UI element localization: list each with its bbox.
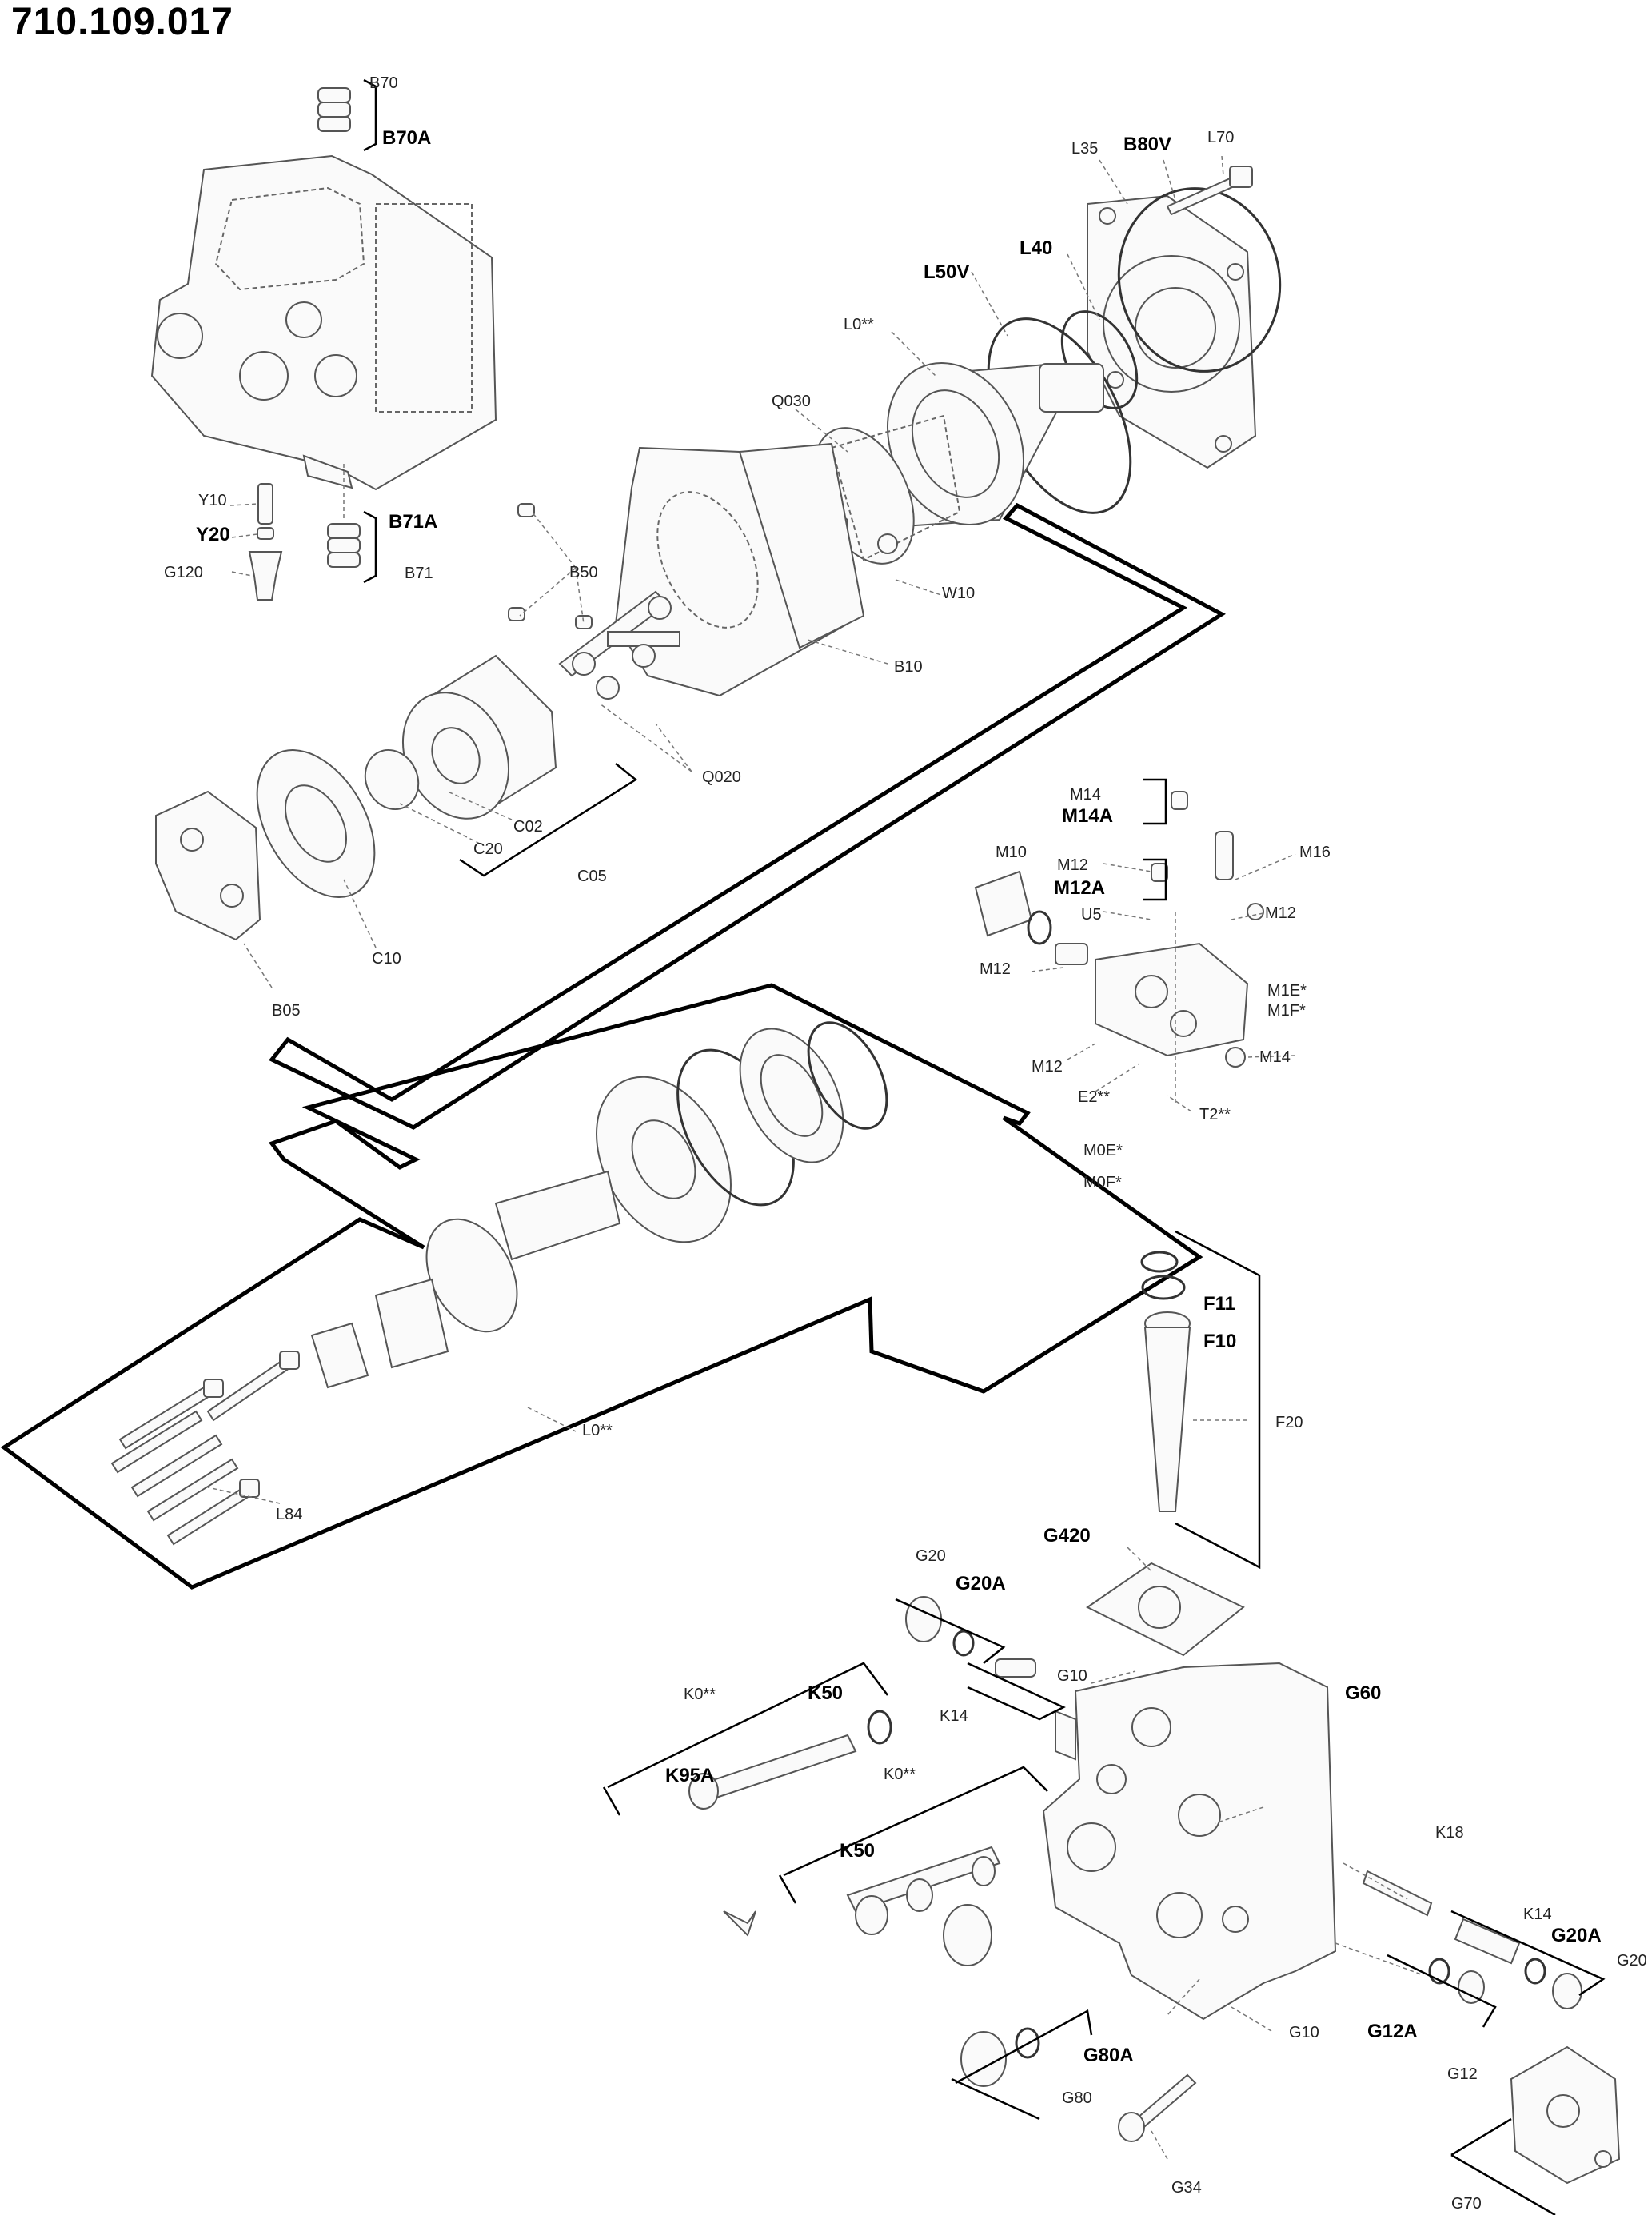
label-g12a: G12A xyxy=(1367,2021,1418,2042)
label-m14-b: M14 xyxy=(1259,1048,1291,1066)
part-labels: B70 B70A L35 B80V L70 L40 L50V L0** Q030… xyxy=(164,74,1647,2213)
label-l70: L70 xyxy=(1207,129,1234,146)
label-c05: C05 xyxy=(577,868,607,885)
screw-l70 xyxy=(1166,166,1253,216)
label-b71a: B71A xyxy=(389,511,437,533)
screw-g34 xyxy=(1118,2073,1197,2142)
label-g34: G34 xyxy=(1171,2179,1202,2197)
port-plate-b05 xyxy=(155,790,261,941)
label-g20-top: G20 xyxy=(916,1547,946,1565)
label-u5: U5 xyxy=(1081,906,1102,924)
label-b70: B70 xyxy=(369,74,398,92)
valve-stack-k0 xyxy=(602,1662,1048,1937)
label-b80v: B80V xyxy=(1123,134,1171,155)
bolt-set-l84 xyxy=(110,1351,300,1546)
label-m12a: M12A xyxy=(1054,877,1105,899)
label-g70: G70 xyxy=(1451,2195,1482,2213)
label-y10: Y10 xyxy=(198,492,227,509)
label-m12-b: M12 xyxy=(1265,904,1296,922)
spring-b71 xyxy=(327,464,377,584)
label-g10-top: G10 xyxy=(1057,1667,1087,1685)
cover-g70 xyxy=(1450,2045,1621,2217)
label-c02: C02 xyxy=(513,818,543,836)
label-k14-side: K14 xyxy=(1523,1906,1552,1923)
drawing-number: 710.109.017 xyxy=(11,1,233,43)
label-f11: F11 xyxy=(1203,1293,1235,1315)
label-c20: C20 xyxy=(473,840,503,858)
label-t2: T2** xyxy=(1199,1106,1231,1123)
label-k14-top: K14 xyxy=(940,1707,968,1725)
plug-g20 xyxy=(895,1596,1066,1721)
label-m12-c: M12 xyxy=(980,960,1011,978)
gasket-g420 xyxy=(1086,1562,1245,1657)
label-q020: Q020 xyxy=(702,768,741,786)
label-k50-top: K50 xyxy=(808,1682,843,1704)
label-k0-top: K0** xyxy=(684,1686,716,1703)
leader-lines xyxy=(207,155,1296,2160)
label-k0-mid: K0** xyxy=(884,1766,916,1783)
label-g420: G420 xyxy=(1043,1525,1091,1547)
label-m1e: M1E* xyxy=(1267,982,1307,1000)
label-m14a: M14A xyxy=(1062,805,1113,827)
label-b10: B10 xyxy=(894,658,923,676)
label-k95a: K95A xyxy=(665,1765,714,1786)
label-f20: F20 xyxy=(1275,1414,1303,1431)
label-m10: M10 xyxy=(996,844,1027,861)
valve-plate-c10 xyxy=(256,749,376,898)
label-m16: M16 xyxy=(1299,844,1331,861)
label-q030: Q030 xyxy=(772,393,811,410)
rotating-group-frame xyxy=(0,983,1203,1590)
label-g20a-side: G20A xyxy=(1551,1925,1602,1946)
label-c10: C10 xyxy=(372,950,401,968)
label-e2: E2** xyxy=(1078,1088,1110,1106)
rotating-group-l0 xyxy=(310,1021,888,1389)
tube-f20 xyxy=(1140,1230,1261,1570)
label-b70a: B70A xyxy=(382,127,431,149)
flange-cover xyxy=(1087,187,1282,469)
label-l35: L35 xyxy=(1071,140,1098,158)
valve-block-g10 xyxy=(1042,1662,1337,2021)
label-m14-top: M14 xyxy=(1070,786,1101,804)
label-m12-d: M12 xyxy=(1032,1058,1063,1076)
label-l40: L40 xyxy=(1020,237,1052,259)
label-y20: Y20 xyxy=(196,524,230,545)
label-w10: W10 xyxy=(942,585,975,602)
label-m0f: M0F* xyxy=(1083,1174,1122,1191)
upper-connector-frame xyxy=(269,502,1226,1130)
label-k50-mid: K50 xyxy=(840,1840,875,1862)
label-g20-side: G20 xyxy=(1617,1952,1647,1970)
plug-g80 xyxy=(943,1904,1093,2121)
label-g80a: G80A xyxy=(1083,2045,1134,2066)
label-m0e: M0E* xyxy=(1083,1142,1123,1159)
side-valve-k18 xyxy=(1335,1862,1606,2028)
label-g10-bottom: G10 xyxy=(1289,2024,1319,2041)
spring-b70 xyxy=(317,78,377,152)
label-g120: G120 xyxy=(164,564,203,581)
cylinder-barrel xyxy=(364,654,638,877)
motor-housing-assembly xyxy=(150,154,497,491)
label-k18: K18 xyxy=(1435,1824,1464,1842)
label-l84: L84 xyxy=(276,1506,302,1523)
label-l50v: L50V xyxy=(924,261,969,283)
label-b05: B05 xyxy=(272,1002,301,1020)
label-m1f: M1F* xyxy=(1267,1002,1306,1020)
pistons-b50 xyxy=(508,503,680,700)
label-l0-top: L0** xyxy=(844,316,874,333)
label-g80: G80 xyxy=(1062,2089,1092,2107)
label-g60: G60 xyxy=(1345,1682,1381,1704)
label-g20a-top: G20A xyxy=(956,1573,1006,1594)
label-f10: F10 xyxy=(1203,1331,1236,1352)
label-g12: G12 xyxy=(1447,2065,1478,2083)
label-b50: B50 xyxy=(569,564,598,581)
control-valve-m10 xyxy=(974,778,1296,1104)
label-l0-bottom: L0** xyxy=(582,1422,613,1439)
label-b71: B71 xyxy=(405,565,433,582)
shaft-bearing-l0 xyxy=(878,362,1104,529)
pin-set-y10-g120 xyxy=(248,483,283,601)
label-m12-a: M12 xyxy=(1057,856,1088,874)
